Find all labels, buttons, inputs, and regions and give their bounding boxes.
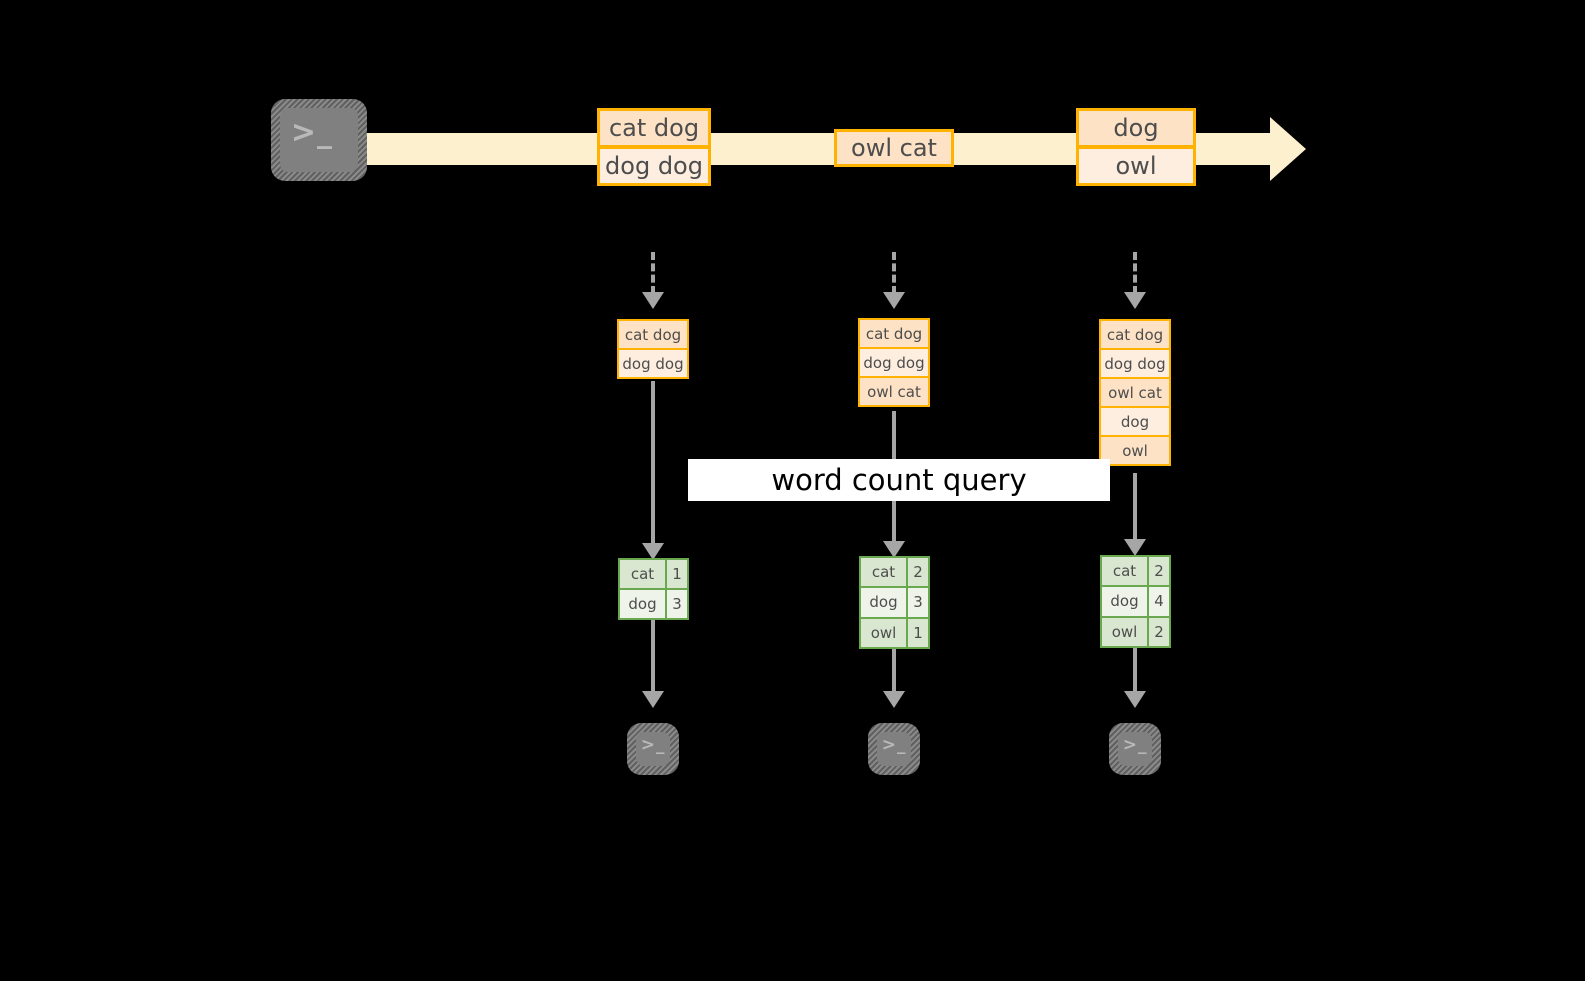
stream-arrowhead — [1270, 117, 1306, 181]
buffer-to-result-arrowhead-3 — [1124, 539, 1146, 556]
buffer-stack-1: cat dog dog dog — [617, 319, 689, 379]
buffer-record: owl cat — [858, 376, 930, 407]
result-word: dog — [620, 590, 665, 618]
result-count: 3 — [906, 588, 928, 617]
table-row: owl 2 — [1102, 615, 1169, 646]
buffer-record: dog dog — [858, 347, 930, 378]
terminal-prompt-glyph: >_ — [881, 735, 907, 756]
result-table-2: cat 2 dog 3 owl 1 — [859, 556, 930, 649]
stream-record: dog dog — [597, 146, 711, 186]
result-to-sink-connector-3 — [1133, 648, 1137, 694]
result-word: cat — [861, 558, 906, 587]
stream-record: owl cat — [834, 129, 954, 167]
result-to-sink-arrowhead-2 — [883, 691, 905, 708]
result-word: dog — [861, 588, 906, 617]
stream-group-1: cat dog dog dog — [597, 108, 711, 186]
result-count: 2 — [1147, 557, 1169, 586]
stream-group-2: owl cat — [834, 129, 954, 167]
terminal-face — [877, 732, 911, 766]
sink-terminal-icon-1: >_ — [627, 723, 679, 775]
result-word: dog — [1102, 587, 1147, 616]
result-count: 2 — [1147, 617, 1169, 646]
table-row: cat 1 — [620, 560, 687, 588]
result-count: 3 — [665, 590, 687, 618]
result-count: 1 — [906, 618, 928, 647]
stream-to-buffer-arrowhead-1 — [642, 292, 664, 309]
result-word: cat — [620, 560, 665, 588]
stream-record: cat dog — [597, 108, 711, 148]
sink-terminal-icon-2: >_ — [868, 723, 920, 775]
terminal-prompt-glyph: >_ — [290, 115, 334, 151]
result-to-sink-connector-2 — [892, 649, 896, 694]
result-word: owl — [861, 618, 906, 647]
buffer-stack-2: cat dog dog dog owl cat — [858, 318, 930, 407]
result-to-sink-arrowhead-1 — [642, 691, 664, 708]
result-word: owl — [1102, 617, 1147, 646]
result-count: 2 — [906, 558, 928, 587]
stream-to-buffer-connector-3 — [1133, 252, 1137, 294]
buffer-record: cat dog — [617, 319, 689, 350]
table-row: cat 2 — [861, 558, 928, 587]
stream-group-3: dog owl — [1076, 108, 1196, 186]
buffer-to-result-connector-1 — [651, 381, 655, 546]
terminal-prompt-glyph: >_ — [640, 735, 666, 756]
buffer-record: dog dog — [1099, 348, 1171, 379]
stream-to-buffer-connector-2 — [892, 252, 896, 294]
stream-record: owl — [1076, 146, 1196, 186]
buffer-record: owl — [1099, 435, 1171, 466]
buffer-to-result-arrowhead-1 — [642, 543, 664, 560]
terminal-face — [636, 732, 670, 766]
stream-record: dog — [1076, 108, 1196, 148]
result-word: cat — [1102, 557, 1147, 586]
result-to-sink-connector-1 — [651, 620, 655, 694]
table-row: dog 3 — [620, 588, 687, 618]
table-row: owl 1 — [861, 616, 928, 647]
table-row: dog 3 — [861, 586, 928, 617]
terminal-prompt-glyph: >_ — [1122, 735, 1148, 756]
buffer-to-result-arrowhead-2 — [883, 541, 905, 558]
stream-to-buffer-connector-1 — [651, 252, 655, 294]
result-table-1: cat 1 dog 3 — [618, 558, 689, 620]
table-row: cat 2 — [1102, 557, 1169, 586]
result-count: 1 — [665, 560, 687, 588]
terminal-face — [280, 108, 358, 172]
result-count: 4 — [1147, 587, 1169, 616]
table-row: dog 4 — [1102, 585, 1169, 616]
buffer-to-result-connector-3 — [1133, 473, 1137, 545]
buffer-record: cat dog — [858, 318, 930, 349]
terminal-face — [1118, 732, 1152, 766]
sink-terminal-icon-3: >_ — [1109, 723, 1161, 775]
source-terminal-icon: >_ — [271, 99, 367, 181]
result-table-3: cat 2 dog 4 owl 2 — [1100, 555, 1171, 648]
stream-to-buffer-arrowhead-2 — [883, 292, 905, 309]
buffer-record: cat dog — [1099, 319, 1171, 350]
query-label: word count query — [688, 459, 1110, 501]
stream-to-buffer-arrowhead-3 — [1124, 292, 1146, 309]
buffer-stack-3: cat dog dog dog owl cat dog owl — [1099, 319, 1171, 466]
result-to-sink-arrowhead-3 — [1124, 691, 1146, 708]
buffer-record: dog — [1099, 406, 1171, 437]
buffer-record: dog dog — [617, 348, 689, 379]
buffer-record: owl cat — [1099, 377, 1171, 408]
